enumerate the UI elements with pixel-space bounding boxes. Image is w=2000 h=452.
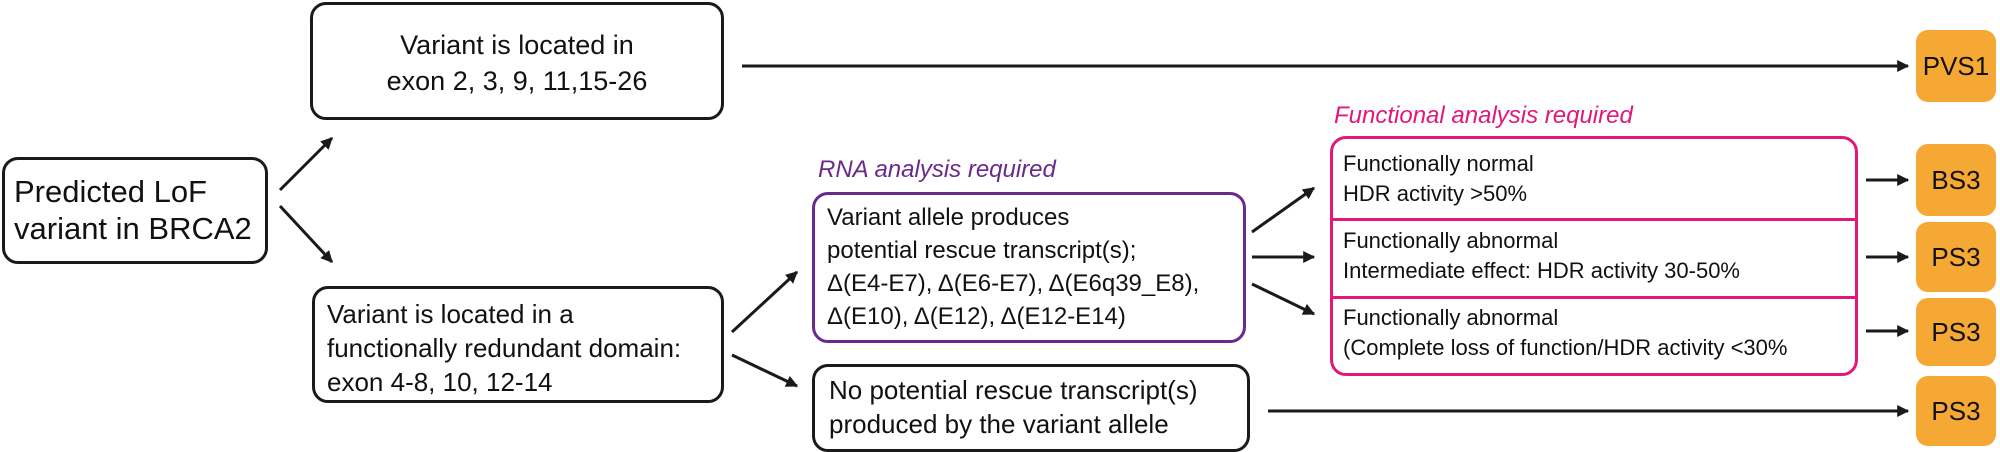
arrow-root-to-exon [278,136,334,192]
redundant-domain-line-3: exon 4-8, 10, 12-14 [327,367,553,397]
functional-row-3-title: Functionally abnormal [1343,305,1559,330]
functional-row-1-detail: HDR activity >50% [1343,181,1528,206]
arrow-redundant-to-rescue [730,270,799,334]
arrow-root-to-redundant [278,204,334,264]
no-rescue-box: No potential rescue transcript(s) produc… [812,364,1250,452]
rescue-transcript-box: Variant allele produces potential rescue… [812,192,1246,343]
functional-analysis-box: Functionally normal HDR activity >50% Fu… [1330,136,1858,376]
exon-location-box: Variant is located in exon 2, 3, 9, 11,1… [310,2,724,120]
rna-analysis-label: RNA analysis required [818,156,1056,183]
predicted-lof-line-1: Predicted LoF [14,174,207,209]
rescue-line-1: Variant allele produces [827,204,1070,231]
predicted-lof-box: Predicted LoF variant in BRCA2 [2,157,268,264]
functional-row-normal: Functionally normal HDR activity >50% [1333,149,1855,223]
rescue-line-3: Δ(E4-E7), Δ(E6-E7), Δ(E6q39_E8), [827,270,1200,297]
redundant-domain-line-1: Variant is located in a [327,299,574,329]
exon-location-line-2: exon 2, 3, 9, 11,15-26 [386,66,648,96]
functional-row-3-detail: (Complete loss of function/HDR activity … [1343,335,1788,360]
functional-row-2-detail: Intermediate effect: HDR activity 30-50% [1343,258,1740,283]
functional-divider-1 [1333,218,1855,221]
predicted-lof-line-2: variant in BRCA2 [14,211,252,246]
functional-row-2-title: Functionally abnormal [1343,228,1559,253]
badge-bs3: BS3 [1916,144,1996,216]
badge-pvs1: PVS1 [1916,30,1996,102]
arrow-rescue-to-complete-loss [1251,282,1316,316]
functional-row-complete-loss: Functionally abnormal (Complete loss of … [1333,303,1855,373]
redundant-domain-box: Variant is located in a functionally red… [312,286,724,403]
functional-divider-2 [1333,296,1855,299]
badge-ps3-intermediate: PS3 [1916,222,1996,292]
functional-analysis-label: Functional analysis required [1334,102,1633,129]
rescue-line-2: potential rescue transcript(s); [827,237,1137,264]
functional-row-intermediate: Functionally abnormal Intermediate effec… [1333,226,1855,300]
no-rescue-line-1: No potential rescue transcript(s) [829,375,1198,405]
arrow-redundant-to-no-rescue [731,353,799,388]
functional-row-1-title: Functionally normal [1343,151,1534,176]
no-rescue-line-2: produced by the variant allele [829,409,1169,439]
badge-ps3-complete-loss: PS3 [1916,298,1996,366]
redundant-domain-line-2: functionally redundant domain: [327,333,682,363]
exon-location-line-1: Variant is located in [400,30,634,60]
rescue-line-4: Δ(E10), Δ(E12), Δ(E12-E14) [827,303,1126,330]
badge-ps3-no-rescue: PS3 [1916,376,1996,446]
arrow-rescue-to-normal [1251,186,1315,234]
